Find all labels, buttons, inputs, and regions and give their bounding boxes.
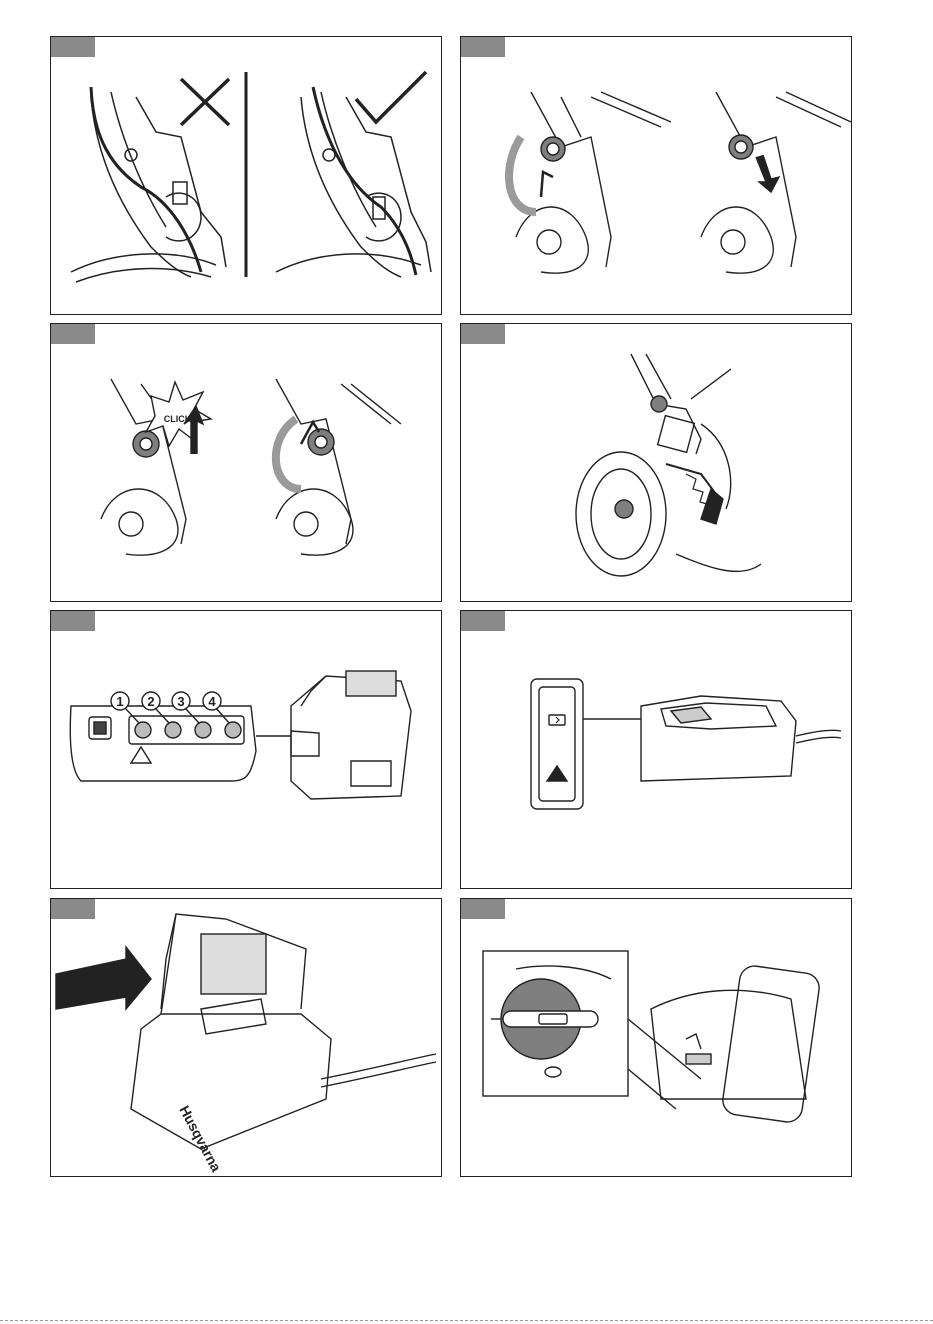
led-number-1: 1 xyxy=(116,694,123,709)
figure-panel-5: 1 2 3 4 xyxy=(50,610,442,889)
led-number-2: 2 xyxy=(147,694,154,709)
battery-indicator-illustration: 1 2 3 4 xyxy=(51,611,443,890)
battery-insert-charger-illustration: Husqvarna xyxy=(51,899,443,1178)
figure-panel-8 xyxy=(460,898,852,1177)
figure-panel-4 xyxy=(460,323,852,602)
wheel-height-adjust-illustration xyxy=(461,324,853,603)
led-number-4: 4 xyxy=(208,694,216,709)
led-number-3: 3 xyxy=(177,694,184,709)
click-label: CLICK! xyxy=(164,414,195,424)
page-bottom-dashed-border xyxy=(0,1320,933,1321)
figure-panel-1 xyxy=(50,36,442,315)
figure-panel-3: CLICK! xyxy=(50,323,442,602)
wheel-knob-release-illustration xyxy=(461,37,853,316)
cable-routing-illustration xyxy=(51,37,443,316)
figure-panel-6 xyxy=(460,610,852,889)
charger-indicator-illustration xyxy=(461,611,853,890)
safety-key-illustration xyxy=(461,899,853,1178)
figure-panel-7: Husqvarna xyxy=(50,898,442,1177)
figure-panel-2 xyxy=(460,36,852,315)
wheel-knob-lock-illustration: CLICK! xyxy=(51,324,443,603)
